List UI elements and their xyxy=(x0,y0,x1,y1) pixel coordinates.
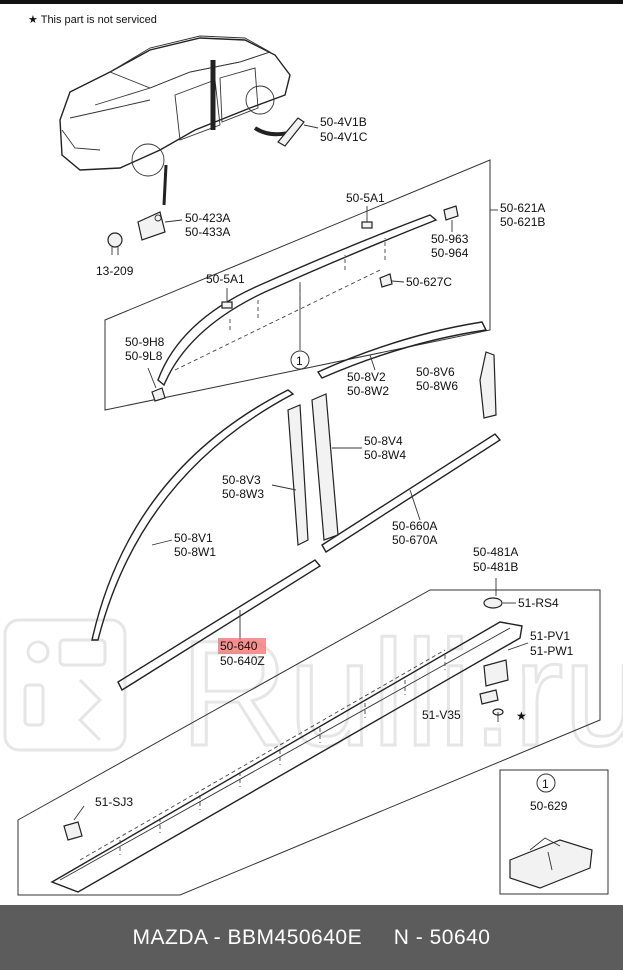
label-50-8w2: 50-8W2 xyxy=(347,384,389,398)
detail-callout-number: 1 xyxy=(542,777,549,791)
part-51-v35 xyxy=(492,708,504,722)
label-50-670a: 50-670A xyxy=(392,533,437,547)
label-50-481a: 50-481A xyxy=(473,545,518,559)
callout-circle xyxy=(290,350,310,370)
leader-50-9h8 xyxy=(147,367,157,389)
part-50-8v2 xyxy=(316,321,488,379)
clip-50-5a1-left xyxy=(221,301,233,309)
part-50-629 xyxy=(509,837,593,889)
label-50-481b: 50-481B xyxy=(473,560,518,574)
label-50-963: 50-963 xyxy=(431,232,469,246)
sill-group-frame xyxy=(17,589,601,896)
detail-callout-circle xyxy=(536,773,556,793)
top-border xyxy=(0,0,623,4)
part-13-209 xyxy=(107,232,123,255)
star-marker: ★ xyxy=(516,709,527,723)
label-50-640z: 50-640Z xyxy=(220,654,265,668)
part-50-8v6 xyxy=(479,351,497,419)
callout-number: 1 xyxy=(296,354,303,368)
part-50-8v4 xyxy=(311,393,339,541)
part-pad xyxy=(479,689,499,705)
detail-box-50-629 xyxy=(499,769,609,895)
clip-50-5a1-top xyxy=(361,221,373,229)
label-50-660a: 50-660A xyxy=(392,519,437,533)
leader-50-627c xyxy=(391,280,405,283)
label-50-8w4: 50-8W4 xyxy=(364,448,406,462)
label-50-4v1c: 50-4V1C xyxy=(320,130,368,144)
label-50-964: 50-964 xyxy=(431,246,469,260)
leader-50-8v2 xyxy=(369,354,376,371)
highlight-50-640 xyxy=(218,638,266,654)
label-51-pw1: 51-PW1 xyxy=(530,644,574,658)
part-50-963 xyxy=(443,205,459,232)
car-illustration xyxy=(59,35,293,206)
label-50-8w6: 50-8W6 xyxy=(416,379,458,393)
label-50-4v1b: 50-4V1B xyxy=(320,115,367,129)
label-51-rs4: 51-RS4 xyxy=(518,596,559,610)
label-50-423a: 50-423A xyxy=(185,211,230,225)
parts-diagram: Rulli.ru ★ This part is not serviced 50-… xyxy=(3,14,623,896)
part-50-4v1 xyxy=(277,117,305,147)
label-51-v35: 51-V35 xyxy=(422,708,461,722)
label-50-433a: 50-433A xyxy=(185,225,230,239)
part-51-sj3 xyxy=(63,805,85,841)
watermark-text: Rulli.ru xyxy=(180,609,623,777)
clip-50-627c xyxy=(379,273,393,288)
label-50-5a1-left: 50-5A1 xyxy=(206,272,245,286)
label-50-9l8: 50-9L8 xyxy=(125,349,163,363)
label-51-pv1: 51-PV1 xyxy=(530,629,570,643)
part-50-8v1 xyxy=(91,389,295,641)
part-50-640 xyxy=(117,559,322,692)
not-serviced-note: ★ This part is not serviced xyxy=(28,14,157,26)
leader-50-4v1 xyxy=(303,124,319,129)
part-side-sill-molding xyxy=(50,621,523,893)
label-13-209: 13-209 xyxy=(96,264,134,278)
leader-50-8v1 xyxy=(151,539,173,546)
label-51-sj3: 51-SJ3 xyxy=(95,795,133,809)
roof-group-frame xyxy=(104,159,491,411)
label-50-8v3: 50-8V3 xyxy=(222,473,261,487)
part-51-pv1 xyxy=(483,659,509,687)
label-50-8v1: 50-8V1 xyxy=(174,531,213,545)
label-50-640: 50-640 xyxy=(220,639,258,653)
part-50-660a xyxy=(321,433,502,553)
leader-50-660a xyxy=(409,489,421,521)
label-50-621a: 50-621A xyxy=(500,201,545,215)
label-50-8w3: 50-8W3 xyxy=(222,487,264,501)
part-50-423a xyxy=(137,211,183,241)
label-50-629: 50-629 xyxy=(530,799,568,813)
label-50-627c: 50-627C xyxy=(406,275,452,289)
label-50-621b: 50-621B xyxy=(500,215,545,229)
label-50-9h8: 50-9H8 xyxy=(125,335,165,349)
label-50-8w1: 50-8W1 xyxy=(174,545,216,559)
label-50-5a1-top: 50-5A1 xyxy=(346,191,385,205)
label-50-8v6: 50-8V6 xyxy=(416,365,455,379)
part-51-rs4 xyxy=(483,597,503,609)
part-50-8v3 xyxy=(287,404,309,546)
footer-part-number: MAZDA - BBM450640E N - 50640 xyxy=(0,905,623,970)
watermark-logo xyxy=(3,618,127,752)
label-50-8v4: 50-8V4 xyxy=(364,434,403,448)
leader-51-pv1 xyxy=(507,642,529,651)
clip-50-9h8 xyxy=(151,387,166,402)
leader-50-8v3 xyxy=(271,484,297,491)
label-50-8v2: 50-8V2 xyxy=(347,370,386,384)
